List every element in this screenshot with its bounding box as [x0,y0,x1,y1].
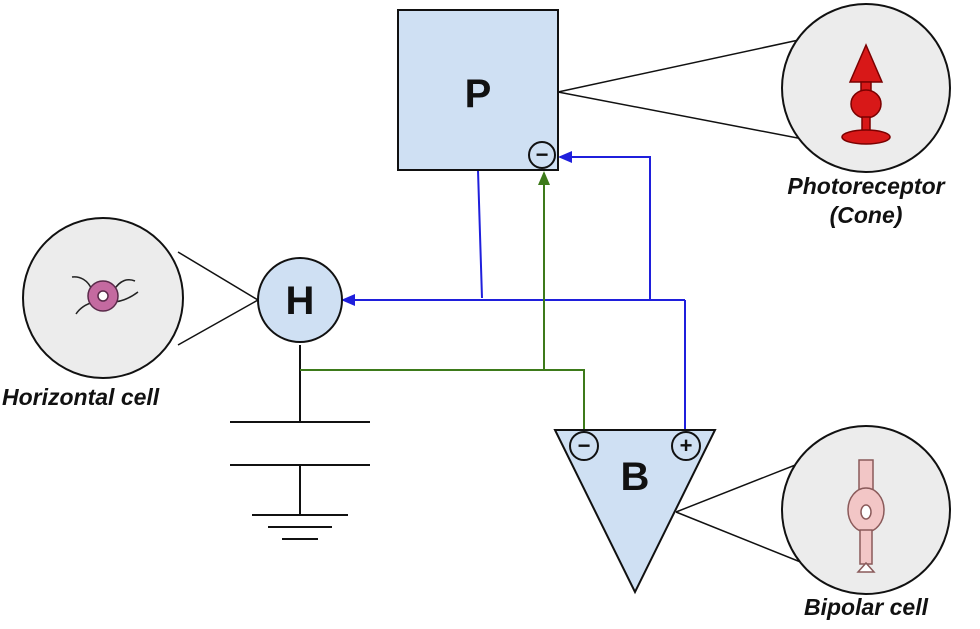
photoreceptor-caption-line1: Photoreceptor [787,173,945,199]
horizontal-caption: Horizontal cell [2,384,160,410]
blue-wires [341,151,686,430]
green-wires [300,171,585,430]
bipolar-inhibitory-terminal [569,431,599,461]
photoreceptor-sign: − [536,142,549,167]
photoreceptor-caption-line2: (Cone) [829,202,903,228]
bipolar-sign-right: + [680,433,693,458]
photoreceptor-caption: Photoreceptor (Cone) [768,172,964,230]
horizontal-node: H [257,257,343,343]
bipolar-caption: Bipolar cell [804,594,928,620]
ground-symbol [230,345,370,540]
bipolar-excitatory-terminal [671,431,701,461]
photoreceptor-inhibitory-terminal [528,141,556,169]
bipolar-cell-icon [847,459,885,573]
bipolar-node: B − + [553,429,717,595]
bipolar-inset [781,425,951,595]
bipolar-sign-left: − [578,433,591,458]
photoreceptor-letter: P [465,72,492,116]
cone-cell-icon [841,43,891,145]
horizontal-inset [22,217,184,379]
bipolar-letter: B [621,455,650,499]
horizontal-letter: H [286,279,315,323]
cone-inset [781,3,951,173]
photoreceptor-node: P − [397,9,559,171]
zoom-lines [177,37,809,566]
